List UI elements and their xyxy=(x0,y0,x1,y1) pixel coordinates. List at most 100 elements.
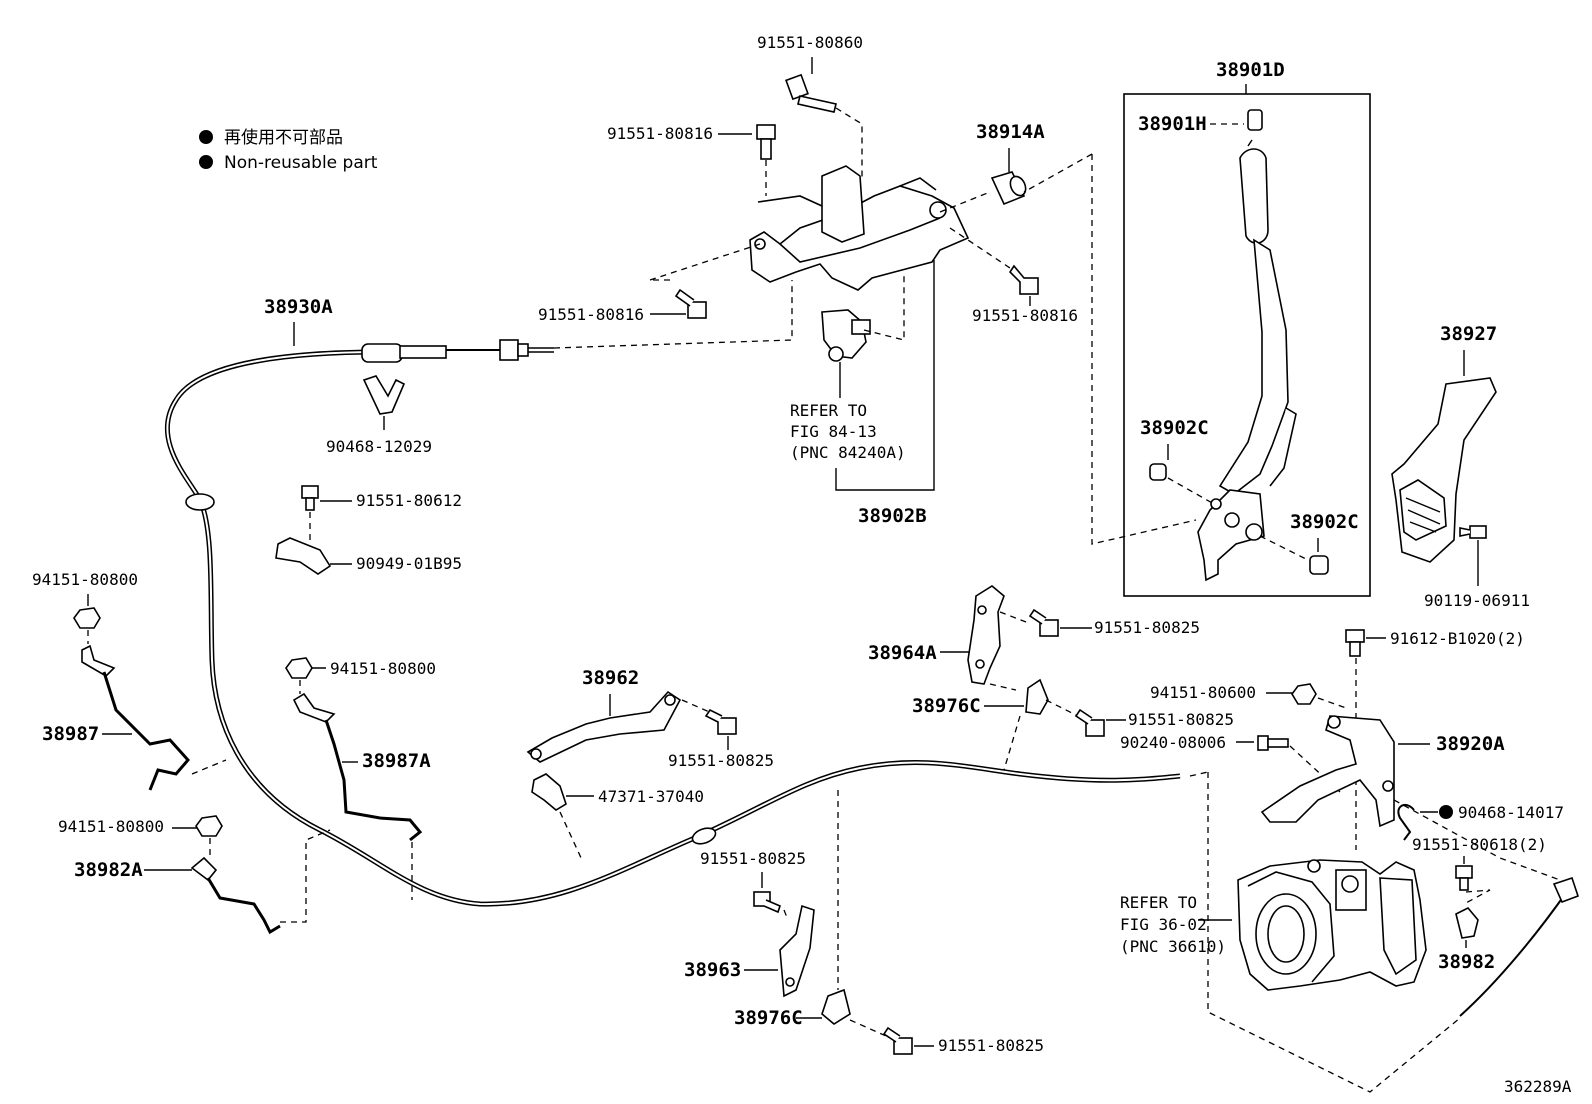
label-38963[interactable]: 38963 xyxy=(684,959,741,981)
wire-bracket-38987-icon xyxy=(81,644,190,791)
collar-38914A-icon xyxy=(990,171,1027,206)
label-38914A[interactable]: 38914A xyxy=(976,121,1045,143)
label-94151-80800-a[interactable]: 94151-80800 xyxy=(32,570,138,589)
refer-36610-line1: REFER TO xyxy=(1120,893,1197,912)
bolt-91551-80816-right-icon xyxy=(1008,264,1039,295)
pin-90240-08006-icon xyxy=(1257,735,1289,751)
label-91551-80825-b[interactable]: 91551-80825 xyxy=(700,849,806,868)
bolt-91612-B1020-icon xyxy=(1345,629,1365,657)
label-38920A[interactable]: 38920A xyxy=(1436,733,1505,755)
label-38982A[interactable]: 38982A xyxy=(74,859,143,881)
clamp-38976C-a-icon xyxy=(1025,678,1049,715)
label-38976C-a[interactable]: 38976C xyxy=(912,695,981,717)
label-91612-B1020[interactable]: 91612-B1020(2) xyxy=(1390,629,1525,648)
lever-bracket-assembly: 91551-80860 91551-80816 38914A xyxy=(538,33,1078,527)
bolt-91551-80618-icon xyxy=(1455,865,1473,891)
label-90949-01B95[interactable]: 90949-01B95 xyxy=(356,554,462,573)
bolt-91551-80825-a-icon xyxy=(704,708,737,735)
bushing-38902C-a-icon xyxy=(1149,463,1167,481)
figure-code: 362289A xyxy=(1504,1077,1572,1096)
label-38902B[interactable]: 38902B xyxy=(858,505,927,527)
label-91551-80612[interactable]: 91551-80612 xyxy=(356,491,462,510)
legend-english: Non-reusable part xyxy=(224,153,378,173)
label-94151-80800-b[interactable]: 94151-80800 xyxy=(330,659,436,678)
label-91551-80860[interactable]: 91551-80860 xyxy=(757,33,863,52)
label-91551-80816-left[interactable]: 91551-80816 xyxy=(538,305,644,324)
non-reusable-dot-icon xyxy=(199,130,213,144)
clip-90468-14017-icon xyxy=(1397,803,1415,841)
parking-brake-lever-icon xyxy=(1197,139,1297,582)
non-reusable-dot-icon xyxy=(199,155,213,169)
clamp-90949-01B95-icon xyxy=(275,537,332,575)
lever-assembly-38901D: 38901D 38901H 38902C 38902C xyxy=(1023,59,1371,597)
assembly-boundary-box xyxy=(1123,93,1371,597)
wire-bracket-38982A-icon xyxy=(190,856,281,935)
lever-bracket-icon xyxy=(749,185,970,291)
bolt-91551-80825-d-icon xyxy=(1028,608,1059,637)
label-94151-80800-c[interactable]: 94151-80800 xyxy=(58,817,164,836)
lever-cover-38927-icon xyxy=(1391,377,1497,563)
label-91551-80816-top[interactable]: 91551-80816 xyxy=(607,124,713,143)
clip-90468-12029-icon xyxy=(362,375,406,415)
knob-38901H-icon xyxy=(1247,109,1263,131)
bolt-91551-80816-left-icon xyxy=(674,288,707,319)
label-38982[interactable]: 38982 xyxy=(1438,951,1495,973)
label-38902C-a[interactable]: 38902C xyxy=(1140,417,1209,439)
label-38976C-b[interactable]: 38976C xyxy=(734,1007,803,1029)
label-91551-80825-e[interactable]: 91551-80825 xyxy=(1128,710,1234,729)
label-91551-80825-a[interactable]: 91551-80825 xyxy=(668,751,774,770)
label-91551-80816-right[interactable]: 91551-80816 xyxy=(972,306,1078,325)
label-38962[interactable]: 38962 xyxy=(582,667,639,689)
bolt-91551-80825-e-icon xyxy=(1074,708,1105,737)
label-38930A[interactable]: 38930A xyxy=(264,296,333,318)
label-90468-12029[interactable]: 90468-12029 xyxy=(326,437,432,456)
clip-47371-37040-icon xyxy=(531,773,567,811)
nut-94151-80800-b-icon xyxy=(285,657,313,679)
label-91551-80825-d[interactable]: 91551-80825 xyxy=(1094,618,1200,637)
refer-84240A-line2[interactable]: FIG 84-13 xyxy=(790,422,877,441)
bolt-91551-80825-c-icon xyxy=(882,1026,913,1055)
parking-brake-cable xyxy=(164,339,1181,907)
bracket-38963-icon xyxy=(779,904,815,998)
non-reusable-mark-icon xyxy=(1439,805,1453,819)
bushing-38902C-b-icon xyxy=(1309,555,1329,575)
label-90468-14017[interactable]: 90468-14017 xyxy=(1458,803,1564,822)
label-38964A[interactable]: 38964A xyxy=(868,642,937,664)
label-38987[interactable]: 38987 xyxy=(42,723,99,745)
bracket-38962-icon xyxy=(526,690,682,763)
label-38987A[interactable]: 38987A xyxy=(362,750,431,772)
legend: 再使用不可部品 Non-reusable part xyxy=(199,127,378,173)
bracket-38920A-icon xyxy=(1260,715,1395,828)
brake-drum-36610-icon xyxy=(1237,859,1427,991)
nut-94151-80800-a-icon xyxy=(73,607,101,629)
clip-38982-icon xyxy=(1455,907,1479,939)
refer-36610-line3: (PNC 36610) xyxy=(1120,937,1226,956)
bolt-91551-80825-b-icon xyxy=(753,891,781,914)
clamp-38976C-b-icon xyxy=(821,988,851,1025)
bolt-91551-80612-icon xyxy=(301,485,319,511)
label-90119-06911[interactable]: 90119-06911 xyxy=(1424,591,1530,610)
wire-bracket-38987A-icon xyxy=(292,692,423,842)
switch-84240A-icon xyxy=(821,309,871,362)
label-91551-80618[interactable]: 91551-80618(2) xyxy=(1412,835,1547,854)
nut-94151-80600-icon xyxy=(1291,683,1317,705)
nut-94151-80800-c-icon xyxy=(195,815,223,837)
refer-84240A-line1: REFER TO xyxy=(790,401,867,420)
screw-90119-06911-icon xyxy=(1459,525,1487,539)
label-38901D[interactable]: 38901D xyxy=(1216,59,1285,81)
label-38902C-b[interactable]: 38902C xyxy=(1290,511,1359,533)
bolt-91551-80860-icon xyxy=(785,73,837,113)
refer-84240A-line3: (PNC 84240A) xyxy=(790,443,906,462)
refer-36610-line2[interactable]: FIG 36-02 xyxy=(1120,915,1207,934)
label-38901H[interactable]: 38901H xyxy=(1138,113,1207,135)
label-38927[interactable]: 38927 xyxy=(1440,323,1497,345)
legend-japanese: 再使用不可部品 xyxy=(224,127,343,148)
label-91551-80825-c[interactable]: 91551-80825 xyxy=(938,1036,1044,1055)
bolt-91551-80816-top-icon xyxy=(756,124,776,160)
label-94151-80600[interactable]: 94151-80600 xyxy=(1150,683,1256,702)
label-47371-37040[interactable]: 47371-37040 xyxy=(598,787,704,806)
label-90240-08006[interactable]: 90240-08006 xyxy=(1120,733,1226,752)
bracket-38964A-icon xyxy=(967,585,1005,685)
